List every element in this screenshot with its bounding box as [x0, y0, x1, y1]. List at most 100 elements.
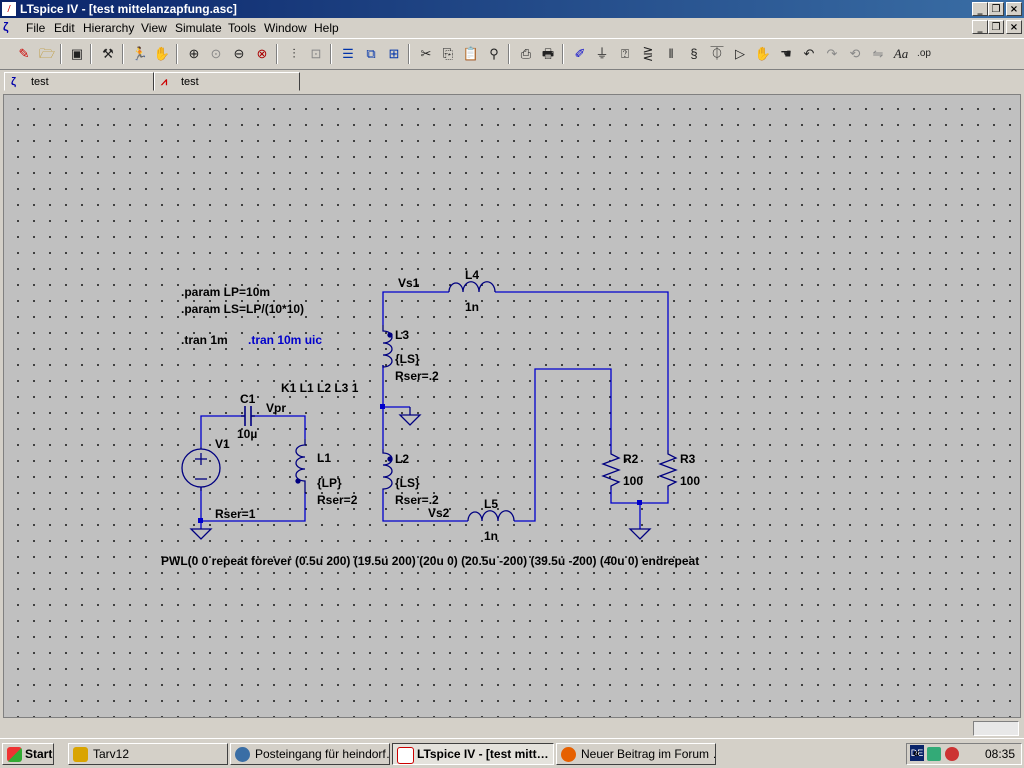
l1-value: {LP} [317, 476, 342, 490]
cursor-icon[interactable]: ⊡ [310, 46, 322, 61]
doc-minimize-button[interactable]: _ [972, 20, 988, 34]
tile-horizontal-icon[interactable]: ☰ [342, 46, 354, 61]
v1-name: V1 [215, 437, 230, 451]
menu-window[interactable]: Window [264, 21, 307, 35]
schematic-icon: ζ [11, 76, 17, 88]
start-label: Start [25, 747, 53, 761]
drag-icon[interactable]: ☚ [780, 46, 792, 61]
capacitor-icon[interactable]: ‖ [668, 46, 674, 61]
text-icon[interactable]: Aa [893, 46, 909, 61]
tab-schematic[interactable]: ζ test mittelanzapfung.asc [4, 72, 154, 106]
window-title: LTspice IV - [test mittelanzapfung.asc] [20, 2, 237, 16]
menu-tools[interactable]: Tools [228, 21, 257, 35]
l3-rser: Rser=.2 [395, 369, 439, 383]
menu-bar: ζ File Edit Hierarchy View Simulate Tool… [0, 18, 1024, 37]
menu-hierarchy[interactable]: Hierarchy [83, 21, 135, 35]
zoom-fit-icon[interactable]: ⊗ [256, 46, 268, 61]
draw-wire-icon[interactable]: ✐ [574, 46, 586, 61]
cut-icon[interactable]: ✂ [420, 46, 432, 61]
menu-file[interactable]: File [26, 21, 46, 35]
param-ls-directive[interactable]: .param LS=LP/(10*10) [181, 302, 305, 316]
tab-waveform[interactable]: ⩘ test mittelanzapfung.raw [154, 72, 300, 106]
junction-dots [198, 404, 642, 523]
rotate-icon[interactable]: ⟲ [849, 46, 861, 61]
zoom-in-icon[interactable]: ⊕ [188, 46, 200, 61]
doc-restore-button[interactable]: ❐ [988, 20, 1004, 34]
ground-icon[interactable]: ⏚ [595, 46, 609, 61]
c1-value: 10µ [237, 427, 258, 441]
redo-icon[interactable]: ↷ [826, 46, 838, 61]
paste-icon[interactable]: 📋 [462, 46, 480, 61]
firefox-icon [561, 747, 576, 762]
ltspice-app-icon[interactable]: / [2, 2, 16, 16]
doc-close-button[interactable]: × [1006, 20, 1022, 34]
tile-vertical-icon[interactable]: ⊞ [388, 46, 400, 61]
security-icon[interactable] [945, 747, 959, 761]
status-bar [3, 720, 1021, 738]
zoom-out-icon[interactable]: ⊖ [233, 46, 245, 61]
menu-help[interactable]: Help [314, 21, 339, 35]
windows-logo-icon [7, 747, 22, 762]
task-tarv12[interactable]: Tarv12 [68, 743, 228, 765]
undo-icon[interactable]: ↶ [803, 46, 815, 61]
tran-directive-2[interactable]: .tran 10m uic [248, 333, 323, 347]
l1-name: L1 [317, 451, 332, 465]
inductor-symbols[interactable] [295, 281, 515, 522]
diode-icon[interactable]: ⏁ [710, 46, 724, 61]
start-button[interactable]: Start [2, 743, 54, 765]
ground-symbols [189, 407, 652, 540]
document-icon[interactable]: ζ [3, 20, 9, 34]
inductor-icon[interactable]: § [690, 46, 698, 61]
coupling-directive[interactable]: K1 L1 L2 L3 1 [281, 381, 359, 395]
print-icon[interactable]: 🖶 [541, 46, 555, 61]
resistor-symbols[interactable] [601, 450, 678, 490]
task-mail[interactable]: Posteingang für heindorf… [230, 743, 390, 765]
param-lp-directive[interactable]: .param LP=10m [181, 285, 271, 299]
schematic-canvas[interactable]: .param LP=10m .param LS=LP/(10*10) .tran… [3, 94, 1021, 718]
close-button[interactable]: × [1006, 2, 1022, 16]
minimize-button[interactable]: _ [972, 2, 988, 16]
mirror-icon[interactable]: ⇋ [872, 46, 884, 61]
label-net-icon[interactable]: ⍰ [621, 46, 629, 61]
r2-value: 100 [623, 474, 644, 488]
net-label-vs1: Vs1 [398, 276, 420, 290]
zoom-pan-icon[interactable]: ⊙ [210, 46, 222, 61]
resistor-icon[interactable]: ⋛ [642, 46, 654, 61]
tran-directive-1[interactable]: .tran 1m [181, 333, 228, 347]
new-schematic-icon[interactable]: ✎ [18, 46, 30, 61]
print-setup-icon[interactable]: ⎙ [520, 46, 532, 61]
open-icon[interactable]: 🗁 [38, 46, 56, 61]
menu-view[interactable]: View [141, 21, 167, 35]
spice-directive-icon[interactable]: .op [917, 48, 931, 59]
language-indicator[interactable]: DE [910, 745, 924, 761]
autorange-icon[interactable]: ⫶ [292, 46, 296, 61]
cascade-icon[interactable]: ⧉ [366, 46, 376, 61]
v1-symbol[interactable] [181, 447, 221, 491]
c1-symbol[interactable] [241, 406, 255, 426]
network-icon[interactable] [927, 747, 941, 761]
task-label: Posteingang für heindorf… [255, 747, 390, 761]
tray-expand-icon[interactable]: « [913, 746, 920, 760]
control-panel-icon[interactable]: ⚒ [102, 46, 114, 61]
task-ltspice[interactable]: LTspice IV - [test mitt… [392, 743, 554, 765]
component-icon[interactable]: ▷ [735, 46, 745, 61]
task-firefox[interactable]: Neuer Beitrag im Forum … [556, 743, 716, 765]
status-field [973, 721, 1019, 736]
net-label-vpr: Vpr [266, 401, 287, 415]
shield-app-icon [73, 747, 88, 762]
l5-name: L5 [484, 497, 499, 511]
l3-name: L3 [395, 328, 410, 342]
pwl-source-value[interactable]: PWL(0 0 repeat forever (0.5u 200) (19.5u… [161, 554, 700, 568]
task-label: Neuer Beitrag im Forum … [581, 747, 716, 761]
restore-button[interactable]: ❐ [988, 2, 1004, 16]
copy-icon[interactable]: ⎘ [442, 46, 454, 61]
move-icon[interactable]: ✋ [754, 46, 772, 61]
find-icon[interactable]: ⚲ [489, 46, 499, 61]
menu-edit[interactable]: Edit [54, 21, 75, 35]
title-bar: / LTspice IV - [test mittelanzapfung.asc… [0, 0, 1024, 18]
halt-icon[interactable]: ✋ [153, 46, 171, 61]
menu-simulate[interactable]: Simulate [175, 21, 222, 35]
ltspice-task-icon [397, 747, 414, 764]
run-icon[interactable]: 🏃 [131, 46, 149, 61]
save-icon[interactable]: ▣ [70, 46, 84, 61]
